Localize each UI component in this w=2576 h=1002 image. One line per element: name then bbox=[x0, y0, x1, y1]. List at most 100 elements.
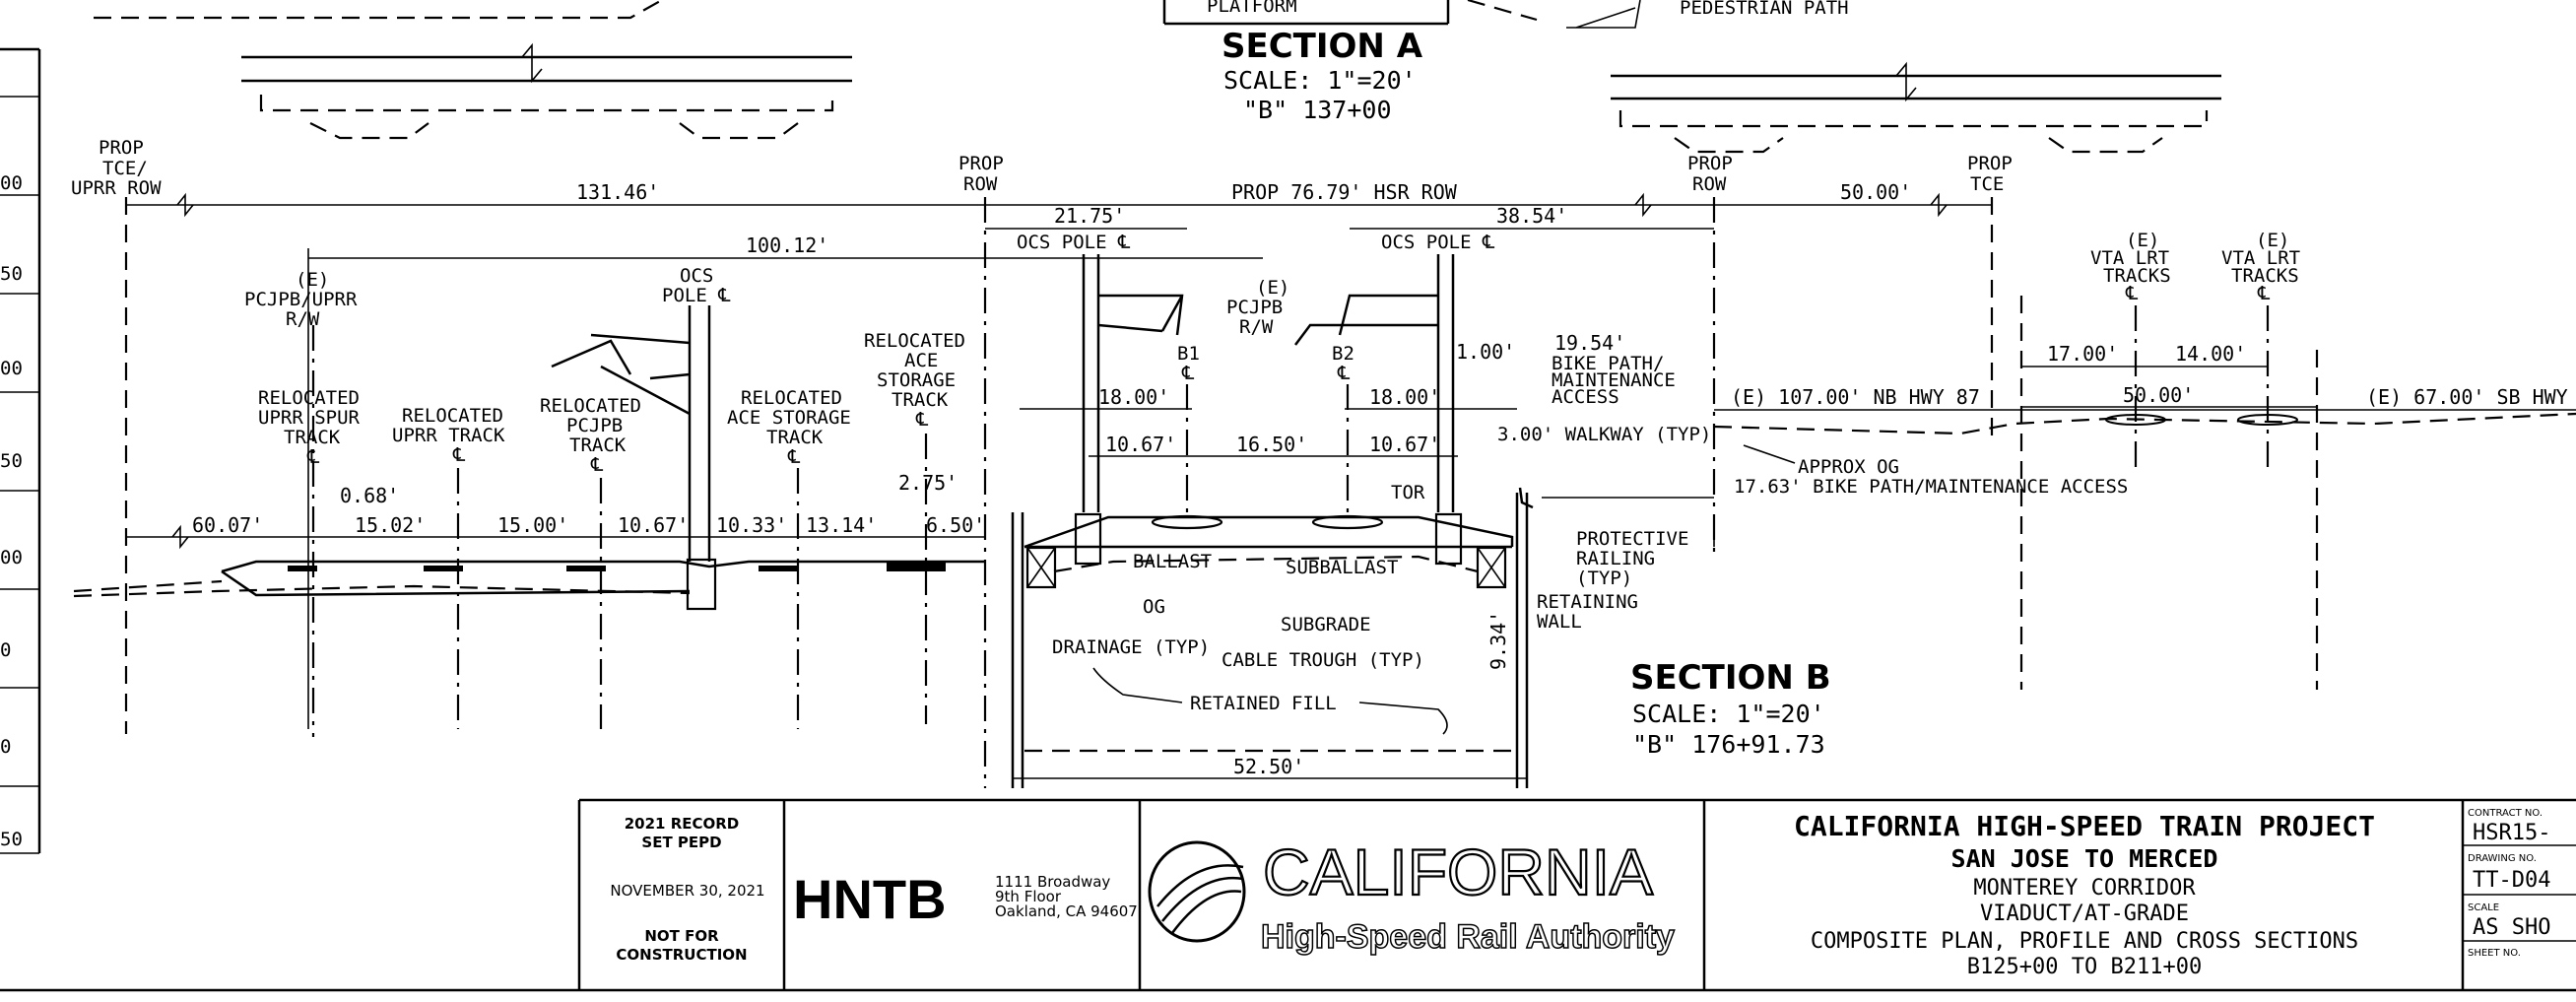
prop-tce-label-3: UPRR ROW bbox=[71, 177, 162, 199]
not-for-2: CONSTRUCTION bbox=[616, 946, 747, 964]
reloc-uprr-track-1: RELOCATED bbox=[402, 405, 503, 427]
record-2: SET PEPD bbox=[641, 834, 721, 851]
left-scale-column: 00 50 00 50 00 0 0 50 bbox=[0, 47, 41, 854]
ocs-pole-label-1: OCS POLE ℄ bbox=[1017, 232, 1131, 253]
pcjpb-uprr-2: PCJPB/UPRR bbox=[244, 289, 358, 310]
section-b-scale: SCALE: 1"=20' bbox=[1632, 700, 1825, 728]
retaining-wall-1: RETAINING bbox=[1537, 591, 1638, 613]
ca-logo-word: CALIFORNIA bbox=[1263, 835, 1653, 908]
prop-tce-label-2: TCE/ bbox=[102, 158, 148, 179]
railing-1: PROTECTIVE bbox=[1576, 528, 1688, 550]
scale-tick-5: 00 bbox=[0, 547, 23, 568]
vta1-1: (E) bbox=[2126, 230, 2159, 251]
pcjpb-rw-1: (E) bbox=[1256, 277, 1289, 299]
dim-131-46: 131.46' bbox=[576, 180, 659, 204]
sheet-stations: B125+00 TO B211+00 bbox=[1967, 955, 2202, 979]
reloc-uprr-spur-3: TRACK bbox=[284, 427, 341, 448]
dim-18-00b: 18.00' bbox=[1369, 385, 1440, 409]
dim-10-67a: 10.67' bbox=[618, 513, 689, 537]
b1-label: B1 bbox=[1177, 343, 1200, 365]
pcjpb-rw-3: R/W bbox=[1239, 316, 1274, 338]
scale-tick-8: 50 bbox=[0, 829, 23, 850]
scale-label: SCALE bbox=[2468, 902, 2499, 913]
bike-path-access-3: ACCESS bbox=[1552, 386, 1619, 408]
pcjpb-rw-2: PCJPB bbox=[1226, 297, 1283, 318]
row-dimensions: PROP TCE/ UPRR ROW PROP ROW PROP ROW PRO… bbox=[71, 137, 2013, 788]
subballast-label: SUBBALLAST bbox=[1286, 557, 1398, 578]
vta2-1: (E) bbox=[2256, 230, 2289, 251]
ocs-left-2: POLE ℄ bbox=[662, 285, 731, 306]
dim-60-07: 60.07' bbox=[192, 513, 263, 537]
record-date: NOVEMBER 30, 2021 bbox=[610, 882, 764, 900]
dim-10-33: 10.33' bbox=[716, 513, 787, 537]
vta2-2: VTA LRT bbox=[2221, 247, 2300, 269]
scale-tick-2: 50 bbox=[0, 263, 23, 285]
platform-label: PLATFORM bbox=[1207, 0, 1297, 17]
bike-path-label: 17.63' BIKE PATH/MAINTENANCE ACCESS bbox=[1734, 476, 2128, 498]
bike-path-access-1: BIKE PATH/ bbox=[1552, 353, 1664, 374]
cl-b2: ℄ bbox=[1337, 363, 1351, 384]
sheet-title: COMPOSITE PLAN, PROFILE AND CROSS SECTIO… bbox=[1811, 929, 2358, 954]
scale-value: AS SHO bbox=[2473, 915, 2550, 940]
ocs-left-1: OCS bbox=[680, 265, 713, 287]
tor-label: TOR bbox=[1391, 482, 1425, 503]
retained-fill-label: RETAINED FILL bbox=[1190, 693, 1337, 714]
project-structure: VIADUCT/AT-GRADE bbox=[1980, 902, 2189, 926]
approx-og-label: APPROX OG bbox=[1798, 456, 1899, 478]
dim-15-02: 15.02' bbox=[355, 513, 426, 537]
dim-18-00a: 18.00' bbox=[1098, 385, 1169, 409]
dim-10-67b: 10.67' bbox=[1105, 433, 1176, 456]
dim-hsr-row: PROP 76.79' HSR ROW bbox=[1231, 180, 1458, 204]
reloc-ace2-4: TRACK bbox=[892, 389, 949, 411]
sb-hwy-label: (E) 67.00' SB HWY bbox=[2366, 385, 2568, 409]
address-1: 1111 Broadway bbox=[995, 873, 1110, 891]
ocs-pole-label-2: OCS POLE ℄ bbox=[1381, 232, 1495, 253]
reloc-pcjpb-1: RELOCATED bbox=[540, 395, 641, 417]
reloc-uprr-spur-1: RELOCATED bbox=[258, 387, 360, 409]
address-3: Oakland, CA 94607 bbox=[995, 902, 1138, 920]
reloc-ace-1: RELOCATED bbox=[741, 387, 842, 409]
right-area: (E) 107.00' NB HWY 87 (E) 67.00' SB HWY … bbox=[1713, 230, 2576, 690]
project-title: CALIFORNIA HIGH-SPEED TRAIN PROJECT bbox=[1794, 810, 2375, 842]
prop-row-left-1: PROP bbox=[958, 153, 1004, 174]
dim-50-00-right: 50.00' bbox=[2123, 383, 2194, 407]
cable-trough-label: CABLE TROUGH (TYP) bbox=[1222, 649, 1424, 671]
bike-path-access-2: MAINTENANCE bbox=[1552, 369, 1676, 391]
address-2: 9th Floor bbox=[995, 888, 1062, 905]
dim-16-50: 16.50' bbox=[1236, 433, 1307, 456]
cl-1: ℄ bbox=[306, 446, 320, 468]
pcjpb-uprr-3: R/W bbox=[286, 308, 320, 330]
dim-50-00-top: 50.00' bbox=[1840, 180, 1911, 204]
scale-tick-3: 00 bbox=[0, 358, 23, 379]
nb-hwy-label: (E) 107.00' NB HWY 87 bbox=[1731, 385, 1980, 409]
dim-13-14: 13.14' bbox=[806, 513, 877, 537]
dim-2-75: 2.75' bbox=[898, 471, 958, 495]
dim-38-54: 38.54' bbox=[1496, 204, 1567, 228]
drawing-label: DRAWING NO. bbox=[2468, 853, 2537, 864]
hsr-section: (E) PCJPB R/W B1 B2 ℄ ℄ 1.00' 19.54' BIK… bbox=[1011, 254, 1831, 788]
reloc-ace2-2: ACE bbox=[904, 350, 938, 371]
scale-tick-4: 50 bbox=[0, 450, 23, 472]
scale-tick-7: 0 bbox=[0, 736, 11, 758]
contract-value: HSR15- bbox=[2473, 821, 2550, 845]
vta2-3: TRACKS bbox=[2231, 265, 2299, 287]
section-a-station: "B" 137+00 bbox=[1243, 96, 1392, 124]
sheet-label: SHEET NO. bbox=[2468, 948, 2521, 959]
ca-hsr-logo-mark bbox=[1148, 840, 1246, 943]
hntb-logo: HNTB bbox=[793, 868, 947, 930]
section-b-title: SECTION B bbox=[1630, 658, 1831, 698]
not-for-1: NOT FOR bbox=[644, 927, 719, 945]
prop-row-right-2: ROW bbox=[1692, 173, 1727, 195]
drawing-value: TT-D04 bbox=[2473, 868, 2550, 893]
reloc-pcjpb-2: PCJPB bbox=[566, 415, 623, 436]
vta1-4: ℄ bbox=[2125, 283, 2139, 304]
left-tracks: (E) PCJPB/UPRR R/W OCS POLE ℄ RELOCATED … bbox=[73, 265, 985, 737]
reloc-ace-2: ACE STORAGE bbox=[727, 407, 851, 429]
contract-label: CONTRACT NO. bbox=[2468, 808, 2543, 819]
dim-52-50: 52.50' bbox=[1233, 755, 1304, 778]
reloc-uprr-spur-2: UPRR SPUR bbox=[258, 407, 361, 429]
drainage-label: DRAINAGE (TYP) bbox=[1052, 636, 1210, 658]
ballast-label: BALLAST bbox=[1133, 551, 1212, 572]
dim-0-68: 0.68' bbox=[340, 484, 399, 507]
dim-100-12: 100.12' bbox=[746, 234, 828, 257]
